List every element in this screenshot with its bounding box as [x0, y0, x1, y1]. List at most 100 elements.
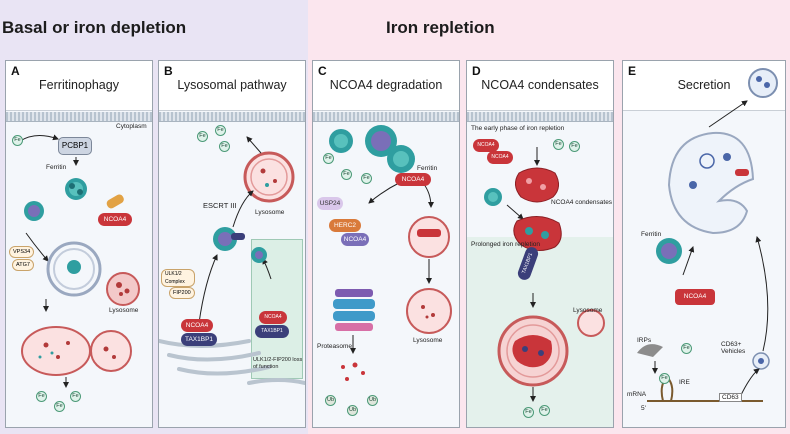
fe-ion: Fe [323, 153, 334, 164]
ferritin-complex-b2 [251, 247, 267, 263]
panel-e: E Secretion Ferritin NCOA4 IRPs [622, 60, 786, 428]
herc2-pill: HERC2 [329, 219, 361, 232]
panel-a-letter: A [11, 64, 20, 78]
plasma-membrane [467, 112, 613, 122]
ncoa4-pill: NCOA4 [675, 289, 715, 305]
ubiquitin: Ub [325, 395, 336, 406]
secreted-vesicle [748, 68, 778, 98]
plasma-membrane [313, 112, 459, 122]
ncoa4-pill: NCOA4 [259, 311, 287, 324]
vps34-tag: VPS34 [9, 246, 35, 258]
panel-e-title: Secretion [677, 78, 731, 92]
ncoa4-pill: NCOA4 [395, 173, 431, 186]
panel-b-letter: B [164, 64, 173, 78]
condensate-2 [513, 216, 562, 251]
pcbp1-protein: PCBP1 [58, 137, 92, 155]
irps-label: IRPs [637, 337, 652, 344]
fe-ion: Fe [12, 135, 23, 146]
fe-ion: Fe [219, 141, 230, 152]
ferritin-complex-b [213, 227, 245, 251]
ncoa4-complex-pill: NCOA4 [341, 233, 369, 246]
lysosome-label: Lysosome [413, 337, 443, 344]
proteasome-label: Proteasome [317, 343, 353, 350]
fe-ion: Fe [523, 407, 534, 418]
cytoplasm-label: Cytoplasm [116, 123, 147, 130]
fe-ion: Fe [341, 169, 352, 180]
cd63-vesicle [752, 352, 770, 370]
escrt-label: ESCRT III [203, 201, 237, 210]
lysosome-d [577, 309, 605, 337]
usp24-pill: USP24 [317, 197, 343, 210]
panel-d-graphics [484, 147, 605, 402]
ferritin-ncoa4-complex [24, 201, 44, 221]
ncoa4-pill: NCOA4 [473, 139, 499, 152]
condensate-1 [515, 167, 559, 203]
cd63-gene-box: CD63 [719, 393, 742, 402]
section-basal-title: Basal or iron depletion [2, 18, 187, 37]
fe-ion: Fe [681, 343, 692, 354]
panel-a-header: A Ferritinophagy [6, 61, 152, 111]
prolonged-phase-label: Prolonged iron repletion [471, 241, 541, 248]
plasma-membrane [159, 112, 305, 122]
fe-ion: Fe [553, 139, 564, 150]
ferritin-label: Ferritin [641, 231, 662, 238]
ferritin-cage [65, 178, 87, 200]
panel-c: C NCOA4 degradation [312, 60, 460, 428]
panel-b-title: Lysosomal pathway [177, 78, 287, 92]
ferritin-cluster [329, 125, 415, 173]
ncoa4-pill: NCOA4 [181, 319, 213, 332]
ncoa4-pill: NCOA4 [487, 151, 513, 164]
panel-b-header: B Lysosomal pathway [159, 61, 305, 111]
panel-d-letter: D [472, 64, 481, 78]
fe-ion: Fe [659, 373, 670, 384]
panel-d: D NCOA4 condensates The early phas [466, 60, 614, 428]
lysosome-label: Lysosome [109, 307, 139, 314]
fe-ion: Fe [70, 391, 81, 402]
autolysosome-d [497, 315, 569, 387]
tax1bp1-pill: TAX1BP1 [181, 333, 217, 346]
panel-c-letter: C [318, 64, 327, 78]
plasma-membrane [6, 112, 152, 122]
lysosome-c [408, 216, 450, 258]
fe-ion: Fe [569, 141, 580, 152]
section-repletion-title: Iron repletion [386, 18, 495, 37]
panel-c-header: C NCOA4 degradation [313, 61, 459, 111]
ferritin-e [656, 238, 682, 264]
panel-d-title: NCOA4 condensates [481, 78, 599, 92]
tax1bp1-pill: TAX1BP1 [255, 325, 289, 338]
five-prime-label: 5' [641, 405, 646, 412]
fe-ion: Fe [197, 131, 208, 142]
panel-b-graphics [159, 136, 305, 385]
ire-label: IRE [679, 379, 690, 386]
proteasome [333, 289, 375, 331]
fip200-tag: FIP200 [169, 287, 195, 299]
lysosome-c2 [406, 288, 452, 334]
panel-e-graphics [637, 68, 778, 402]
ferritin-label: Ferritin [417, 165, 438, 172]
panel-e-letter: E [628, 64, 637, 78]
mrna-label: mRNA [627, 391, 647, 398]
autolysosome [21, 326, 132, 376]
degradation-fragments [341, 362, 365, 381]
panel-a: A Ferritinophagy [5, 60, 153, 428]
ubiquitin: Ub [367, 395, 378, 406]
ncoa4-pill: NCOA4 [98, 213, 132, 226]
fe-ion: Fe [539, 405, 550, 416]
cd63-vehicles-label: CD63+ Vehicles [721, 341, 746, 355]
fe-ion: Fe [36, 391, 47, 402]
panel-a-graphics [19, 134, 140, 388]
autophagosome [46, 241, 102, 297]
er-membranes [159, 339, 305, 385]
atg7-tag: ATG7 [12, 259, 34, 271]
multivesicular-body [667, 131, 755, 235]
lysosome-b [243, 151, 295, 203]
panel-b: B Lysosomal pathway Fe Fe Fe ESCR [158, 60, 306, 428]
fe-ion: Fe [215, 125, 226, 136]
condensates-label: NCOA4 condensates [551, 199, 613, 206]
ferritin-label: Ferritin [46, 164, 67, 171]
panel-d-header: D NCOA4 condensates [467, 61, 613, 111]
ubiquitin: Ub [347, 405, 358, 416]
panel-a-title: Ferritinophagy [39, 78, 119, 92]
lysosome-label: Lysosome [255, 209, 285, 216]
panel-c-graphics [329, 125, 452, 381]
